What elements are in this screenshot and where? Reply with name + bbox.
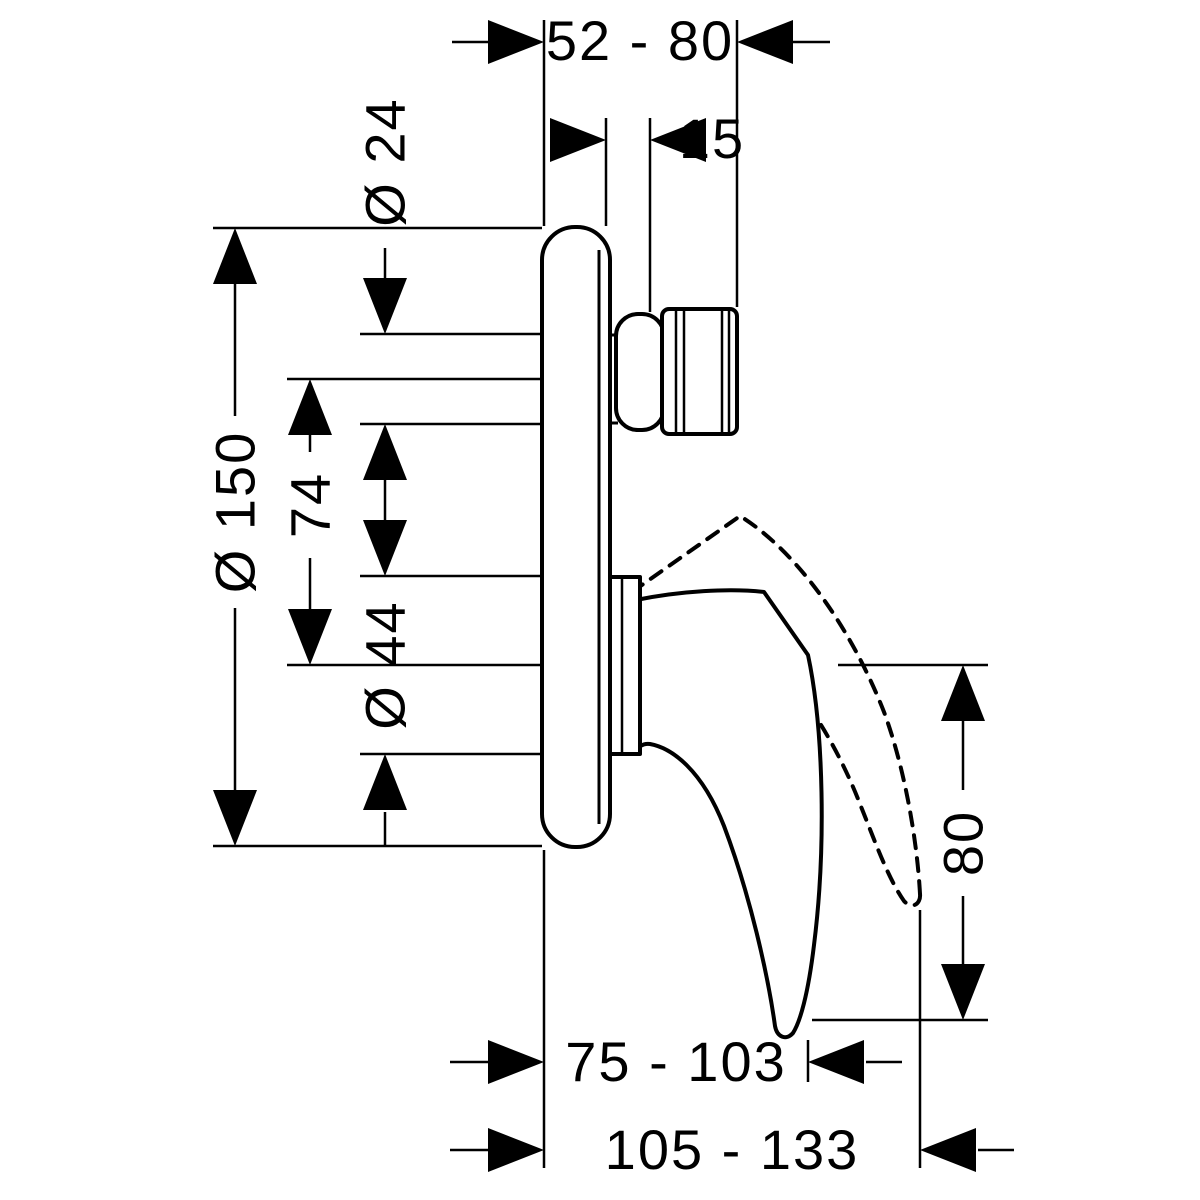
arrowhead-up-icon [941,665,985,721]
arrowhead-down-icon [213,790,257,846]
arrowhead-down-icon [363,278,407,334]
arrowhead-right-icon [488,20,544,64]
dimension-hub-diameter: Ø 44 [354,520,417,846]
dim-text-mask [936,790,990,896]
spout-ball-joint [614,312,666,432]
dashed-lever-back-edge [630,513,922,896]
arrowhead-right-icon [488,1040,544,1084]
arrowhead-up-icon [363,424,407,480]
arrowhead-down-icon [941,964,985,1020]
dimension-axis-distance: 74 [279,379,342,665]
dimension-label-spout-diameter: Ø 24 [354,97,417,226]
spout-sleeve [660,307,739,436]
arrowhead-left-icon [808,1040,864,1084]
arrowhead-up-icon [213,228,257,284]
escutcheon-plate [540,225,612,849]
arrowhead-left-icon [737,20,793,64]
dimension-label-lever-drop: 80 [932,810,995,876]
arrowhead-down-icon [288,609,332,665]
dimension-spout-stub: 15 [550,107,745,170]
dimension-label-escutcheon-diameter: Ø 150 [204,431,267,594]
lever-hub-sleeve [608,575,642,756]
dim-text-mask [283,452,337,558]
arrowhead-up-icon [288,379,332,435]
arrowhead-up-icon [363,754,407,810]
dimension-spout-diameter: Ø 24 [354,97,417,520]
escutcheon-plate-outline [540,225,612,849]
arrowhead-left-icon [650,118,706,162]
arrowhead-down-icon [363,520,407,576]
dimension-lever-reach-dashed: 105 - 133 [450,1118,1014,1181]
dimension-label-spout-stub: 15 [679,107,745,170]
dimension-label-installation-depth: 52 - 80 [546,9,734,72]
dimension-lever-drop: 80 [932,665,995,1020]
dimension-label-axis-distance: 74 [279,472,342,538]
arrowhead-right-icon [550,118,606,162]
dimension-escutcheon-diameter: Ø 150 [204,228,267,846]
dimension-lever-reach-solid: 75 - 103 [450,1030,902,1093]
dimension-label-lever-reach-dashed: 105 - 133 [605,1118,860,1181]
lever-blade [634,588,824,1040]
arrowhead-left-icon [920,1128,976,1172]
spout-connector [610,307,739,436]
dimension-label-lever-reach-solid: 75 - 103 [565,1030,787,1093]
dimension-installation-depth: 52 - 80 [452,9,830,72]
arrowhead-right-icon [488,1128,544,1172]
lever-handle-solid [608,575,824,1040]
dimension-label-hub-diameter: Ø 44 [354,600,417,729]
dim-text-mask [206,416,264,608]
